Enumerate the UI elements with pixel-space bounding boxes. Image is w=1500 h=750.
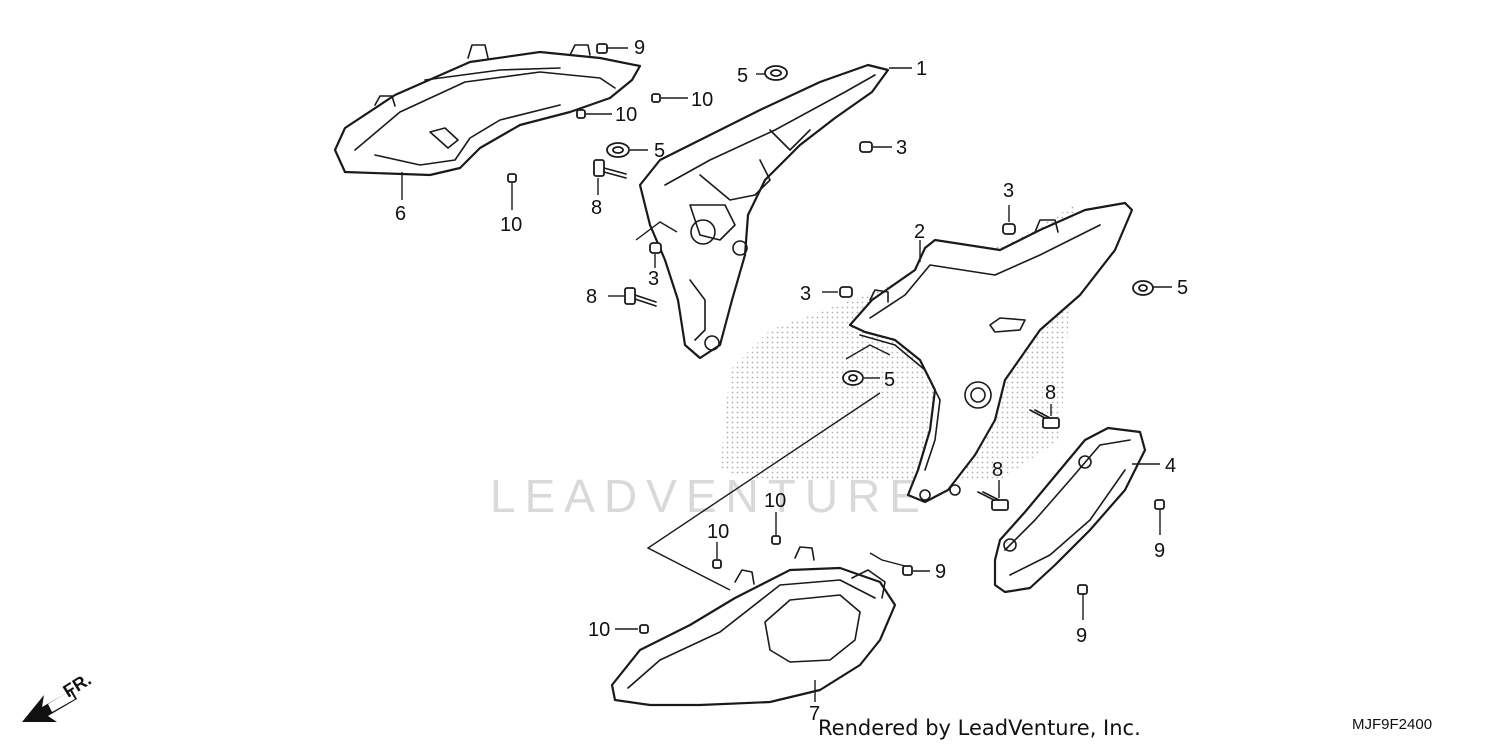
leader-lines <box>401 47 1172 702</box>
clip-nut-icon[interactable] <box>859 141 873 153</box>
callout-labels: 1 2 3 3 3 3 4 5 5 5 5 6 7 8 8 8 8 9 9 9 … <box>395 37 1188 725</box>
callout-1: 1 <box>916 58 927 80</box>
grommet-icon[interactable] <box>764 65 788 81</box>
clip-nut-icon[interactable] <box>1002 223 1016 235</box>
callout-5: 5 <box>884 369 895 391</box>
tapping-screw-icon[interactable] <box>639 624 649 634</box>
callout-5: 5 <box>737 65 748 87</box>
flange-bolt-icon[interactable] <box>593 159 627 179</box>
callout-2: 2 <box>914 221 925 243</box>
callout-4: 4 <box>1165 455 1176 477</box>
callout-3: 3 <box>648 268 659 290</box>
watermark: LEADVENTURE <box>490 470 929 522</box>
front-arrow-icon <box>22 690 77 722</box>
callout-9: 9 <box>1154 540 1165 562</box>
callout-9: 9 <box>935 561 946 583</box>
diagram-code: MJF9F2400 <box>1352 716 1433 733</box>
callout-5: 5 <box>654 140 665 162</box>
tapping-screw-icon[interactable] <box>712 559 722 569</box>
callout-8: 8 <box>586 286 597 308</box>
tapping-screw-icon[interactable] <box>771 535 781 545</box>
callout-9: 9 <box>634 37 645 59</box>
screw-icon[interactable] <box>596 43 608 54</box>
flange-bolt-icon[interactable] <box>624 287 657 307</box>
callout-8: 8 <box>992 459 1003 481</box>
callout-8: 8 <box>591 197 602 219</box>
callout-10: 10 <box>588 619 610 641</box>
part-6-rear-cover[interactable] <box>333 44 642 177</box>
callout-3: 3 <box>1003 180 1014 202</box>
callout-6: 6 <box>395 203 406 225</box>
callout-9: 9 <box>1076 625 1087 647</box>
callout-10: 10 <box>764 490 786 512</box>
screw-icon[interactable] <box>902 565 913 576</box>
flange-bolt-icon[interactable] <box>977 491 1009 511</box>
screw-icon[interactable] <box>1154 499 1165 510</box>
screw-icon[interactable] <box>1077 584 1088 595</box>
tapping-screw-icon[interactable] <box>507 173 517 183</box>
callout-8: 8 <box>1045 382 1056 404</box>
grommet-icon[interactable] <box>606 142 630 158</box>
tapping-screw-icon[interactable] <box>651 93 661 103</box>
part-1-inner-panel[interactable] <box>638 63 890 360</box>
clip-nut-icon[interactable] <box>839 286 853 298</box>
callout-10: 10 <box>500 214 522 236</box>
tapping-screw-icon[interactable] <box>576 109 586 119</box>
callout-10: 10 <box>691 89 713 111</box>
part-7-lower-cover[interactable] <box>610 546 897 707</box>
front-direction-indicator: FR. <box>22 669 95 722</box>
callout-5: 5 <box>1177 277 1188 299</box>
grommet-icon[interactable] <box>1132 280 1154 296</box>
part-4-side-panel[interactable] <box>993 426 1147 594</box>
callout-10: 10 <box>707 521 729 543</box>
callout-7: 7 <box>809 703 820 725</box>
grommet-icon[interactable] <box>842 370 864 386</box>
callout-10: 10 <box>615 104 637 126</box>
part-2-side-cover[interactable] <box>848 201 1134 504</box>
render-credit: Rendered by LeadVenture, Inc. <box>818 716 1141 740</box>
fasteners <box>507 43 1165 634</box>
clip-nut-icon[interactable] <box>649 242 662 254</box>
callout-3: 3 <box>800 283 811 305</box>
flange-bolt-icon[interactable] <box>1029 409 1060 429</box>
callout-3: 3 <box>896 137 907 159</box>
